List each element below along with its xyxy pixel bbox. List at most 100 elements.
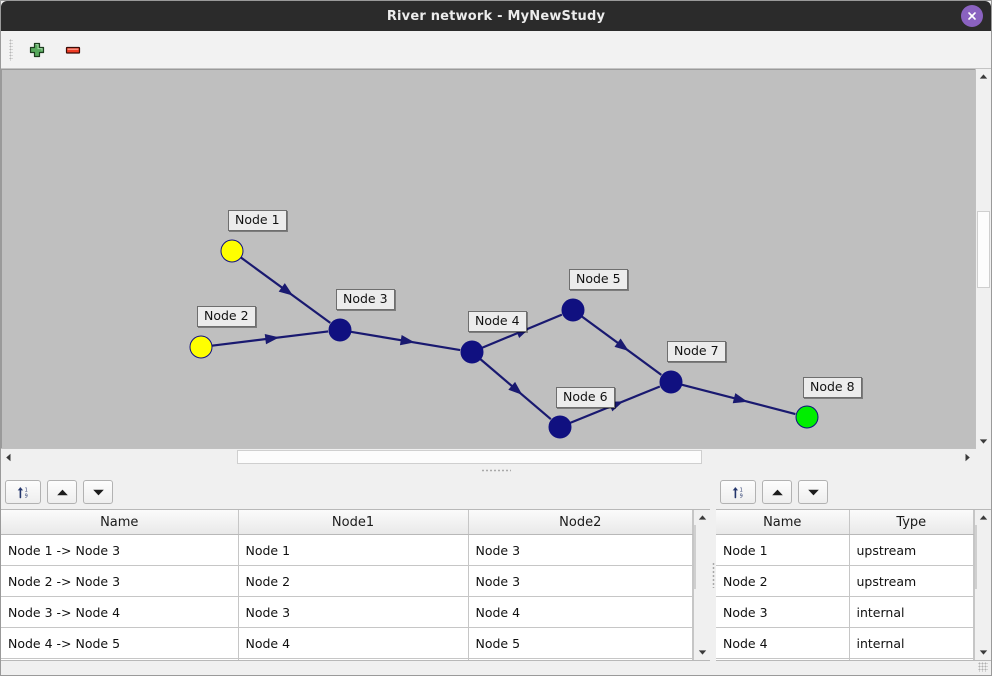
sort-icon[interactable]: 1 9 (5, 480, 41, 504)
scroll-up-icon[interactable] (976, 69, 991, 84)
node-label[interactable]: Node 3 (336, 289, 395, 310)
pane-splitter-vertical[interactable] (710, 475, 716, 675)
node-label[interactable]: Node 7 (667, 341, 726, 362)
branch-column-header[interactable]: Name (1, 510, 239, 535)
network-node-internal[interactable] (328, 318, 352, 342)
table-cell[interactable]: Node 1 (716, 534, 850, 566)
network-node-internal[interactable] (548, 415, 572, 439)
table-cell[interactable]: Node 3 (716, 596, 850, 628)
network-node-upstream[interactable] (220, 239, 244, 263)
pane-splitter-horizontal[interactable] (1, 465, 991, 475)
node-label[interactable]: Node 6 (556, 387, 615, 408)
edge-arrow-icon (614, 338, 629, 352)
table-cell[interactable]: upstream (849, 565, 974, 597)
table-cell (238, 658, 469, 660)
add-plus-icon[interactable] (23, 36, 51, 64)
table-cell[interactable]: Node 4 (468, 596, 693, 628)
toolbar-drag-handle[interactable] (9, 38, 13, 61)
hscroll-thumb[interactable] (237, 450, 702, 464)
scrollbar-corner (975, 449, 991, 465)
arrow-down-icon[interactable] (83, 480, 113, 504)
scroll-left-icon[interactable] (1, 449, 16, 465)
vscroll-thumb[interactable] (977, 211, 990, 288)
window-resize-grip[interactable] (978, 662, 988, 672)
table-row-empty[interactable] (716, 658, 974, 660)
table-cell[interactable]: internal (849, 627, 974, 659)
table-cell[interactable]: Node 4 (238, 627, 469, 659)
edge-arrow-icon (508, 381, 523, 395)
node-scroll-down-icon[interactable] (975, 645, 991, 660)
table-cell[interactable]: Node 4 (716, 627, 850, 659)
canvas-vscrollbar[interactable] (975, 69, 991, 449)
table-cell[interactable]: upstream (849, 534, 974, 566)
branch-column-header[interactable]: Node1 (238, 510, 469, 535)
network-node-internal[interactable] (561, 298, 585, 322)
network-node-upstream[interactable] (189, 335, 213, 359)
node-column-header[interactable]: Name (716, 510, 850, 535)
branch-scroll-up-icon[interactable] (694, 510, 710, 525)
arrow-up-icon[interactable] (47, 480, 77, 504)
table-cell[interactable]: Node 2 -> Node 3 (1, 565, 239, 597)
vscroll-track[interactable] (976, 84, 991, 434)
table-cell[interactable]: Node 2 (716, 565, 850, 597)
table-cell[interactable]: internal (849, 596, 974, 628)
node-label[interactable]: Node 5 (569, 269, 628, 290)
table-cell[interactable]: Node 3 (238, 596, 469, 628)
table-cell[interactable]: Node 4 -> Node 5 (1, 627, 239, 659)
node-table-vscrollbar[interactable] (974, 510, 991, 660)
main-toolbar (1, 31, 991, 69)
node-column-header[interactable]: Type (849, 510, 974, 535)
edge-arrow-icon (278, 283, 294, 296)
scroll-right-icon[interactable] (960, 449, 975, 465)
table-cell (849, 658, 974, 660)
branch-scroll-down-icon[interactable] (694, 645, 710, 660)
remove-minus-icon[interactable] (59, 36, 87, 64)
table-cell[interactable]: Node 3 (468, 565, 693, 597)
node-scroll-up-icon[interactable] (975, 510, 991, 525)
table-cell[interactable]: Node 3 (468, 534, 693, 566)
arrow-up-icon[interactable] (762, 480, 792, 504)
diagram-area: Node 1 Node 2 Node 3 Node 4 Node 5 Node 6 Node… (1, 69, 991, 465)
sort-icon[interactable]: 1 9 (720, 480, 756, 504)
network-canvas[interactable]: Node 1 Node 2 Node 3 Node 4 Node 5 Node 6 Node… (1, 69, 975, 448)
branch-vscroll-track[interactable] (694, 525, 710, 645)
node-label[interactable]: Node 8 (803, 377, 862, 398)
node-label[interactable]: Node 1 (228, 210, 287, 231)
network-node-downstream[interactable] (795, 405, 819, 429)
node-vscroll-thumb[interactable] (975, 525, 977, 589)
table-cell[interactable]: Node 2 (238, 565, 469, 597)
vertical-splitter-grip (711, 562, 715, 588)
node-vscroll-track[interactable] (975, 525, 991, 645)
table-cell[interactable]: Node 1 -> Node 3 (1, 534, 239, 566)
branch-vscroll-thumb[interactable] (694, 525, 696, 589)
node-label[interactable]: Node 2 (197, 306, 256, 327)
table-cell (1, 658, 239, 660)
branch-table-vscrollbar[interactable] (693, 510, 710, 660)
arrow-down-icon[interactable] (798, 480, 828, 504)
table-cell[interactable]: Node 5 (468, 627, 693, 659)
table-cell[interactable]: Node 1 (238, 534, 469, 566)
table-cell[interactable]: Node 3 -> Node 4 (1, 596, 239, 628)
branch-column-header[interactable]: Node2 (468, 510, 693, 535)
close-icon[interactable] (961, 5, 983, 27)
splitter-grip (481, 468, 511, 472)
network-node-internal[interactable] (659, 370, 683, 394)
scroll-down-icon[interactable] (976, 434, 991, 449)
node-label[interactable]: Node 4 (468, 311, 527, 332)
network-node-internal[interactable] (460, 340, 484, 364)
canvas-hscrollbar[interactable] (1, 448, 975, 465)
table-row-empty[interactable] (1, 658, 693, 660)
hscroll-track[interactable] (16, 449, 960, 465)
